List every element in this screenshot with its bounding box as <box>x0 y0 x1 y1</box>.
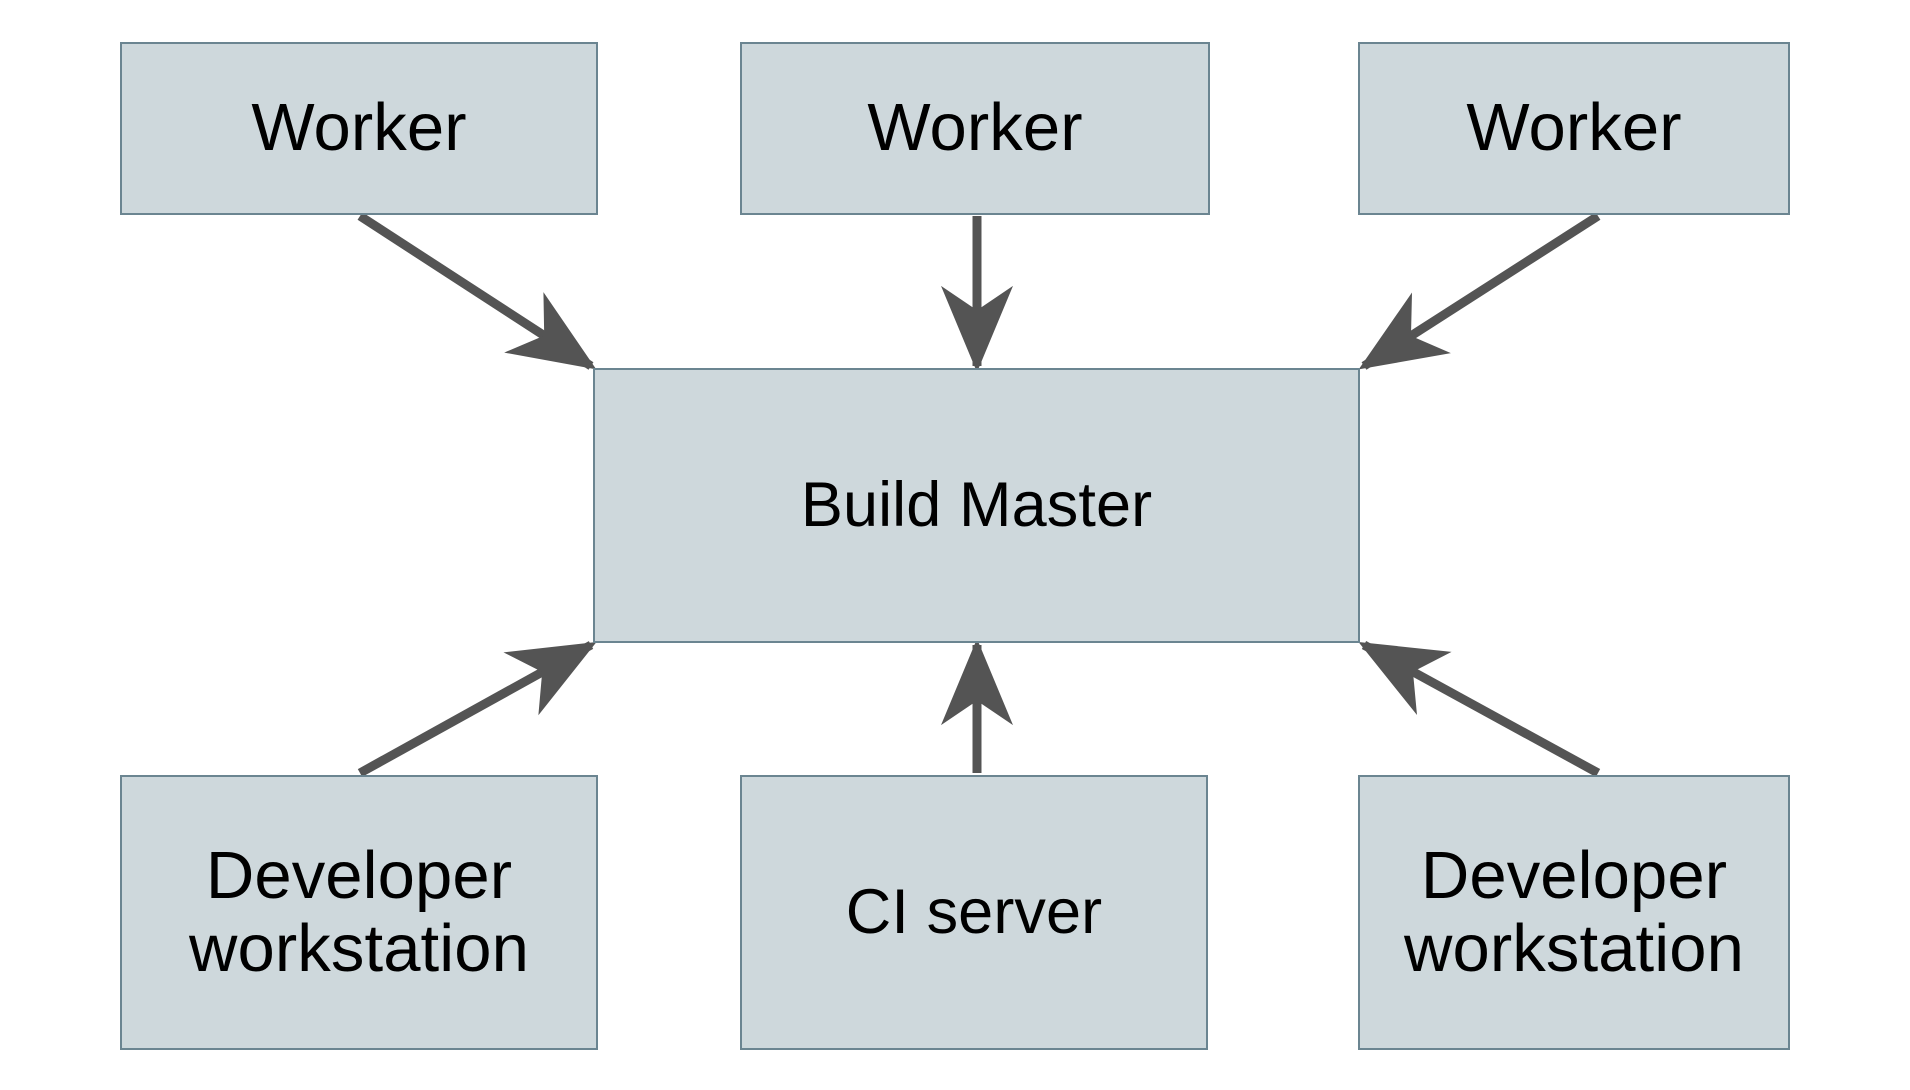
node-developer-workstation-right-label: Developer workstation <box>1404 838 1744 986</box>
edge-dev-left-to-build-master <box>357 641 597 777</box>
node-build-master[interactable]: Build Master <box>593 368 1360 643</box>
node-developer-workstation-right[interactable]: Developer workstation <box>1358 775 1790 1050</box>
node-ci-server-label: CI server <box>845 877 1103 948</box>
node-worker-2[interactable]: Worker <box>740 42 1210 215</box>
edge-dev-right-to-build-master <box>1358 641 1601 777</box>
node-developer-workstation-left[interactable]: Developer workstation <box>120 775 598 1050</box>
node-worker-1[interactable]: Worker <box>120 42 598 215</box>
node-worker-3-label: Worker <box>1466 90 1682 166</box>
node-build-master-label: Build Master <box>800 470 1153 541</box>
node-worker-1-label: Worker <box>251 90 467 166</box>
node-worker-2-label: Worker <box>867 90 1083 166</box>
node-developer-workstation-left-label: Developer workstation <box>189 838 529 986</box>
edge-worker-1-to-build-master <box>357 212 597 370</box>
edge-worker-3-to-build-master <box>1358 212 1601 370</box>
node-ci-server[interactable]: CI server <box>740 775 1208 1050</box>
node-worker-3[interactable]: Worker <box>1358 42 1790 215</box>
